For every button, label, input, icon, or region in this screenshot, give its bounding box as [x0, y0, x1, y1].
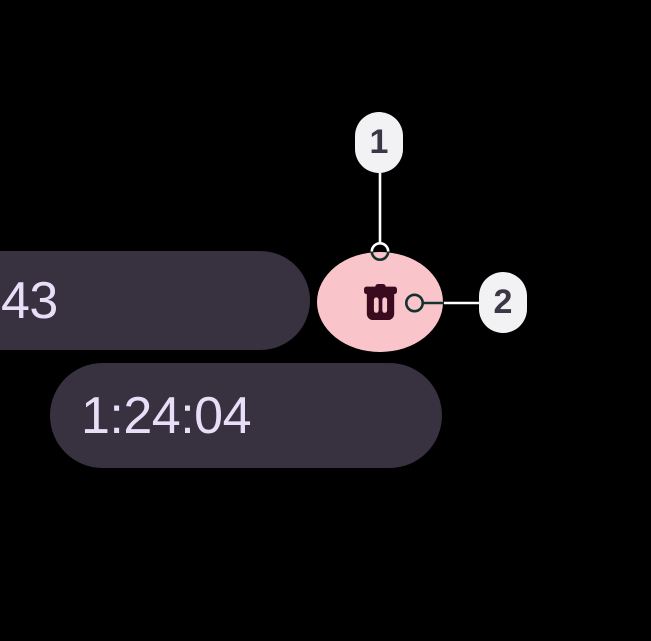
timer-total-time-label: 1:24:04 — [81, 386, 252, 445]
delete-timer-button[interactable] — [317, 252, 443, 352]
callout-1-dot-top-arc — [370, 242, 390, 252]
timer-partial-time-label: 43 — [1, 271, 58, 330]
callout-1-number: 1 — [369, 123, 389, 161]
callout-2-number: 2 — [493, 283, 513, 321]
callout-badge-1: 1 — [355, 112, 403, 173]
trash-icon — [363, 284, 397, 320]
callout-badge-2: 2 — [479, 272, 527, 333]
timer-chip-total: 1:24:04 — [50, 363, 442, 468]
timer-chip-partial: 43 — [0, 251, 310, 350]
